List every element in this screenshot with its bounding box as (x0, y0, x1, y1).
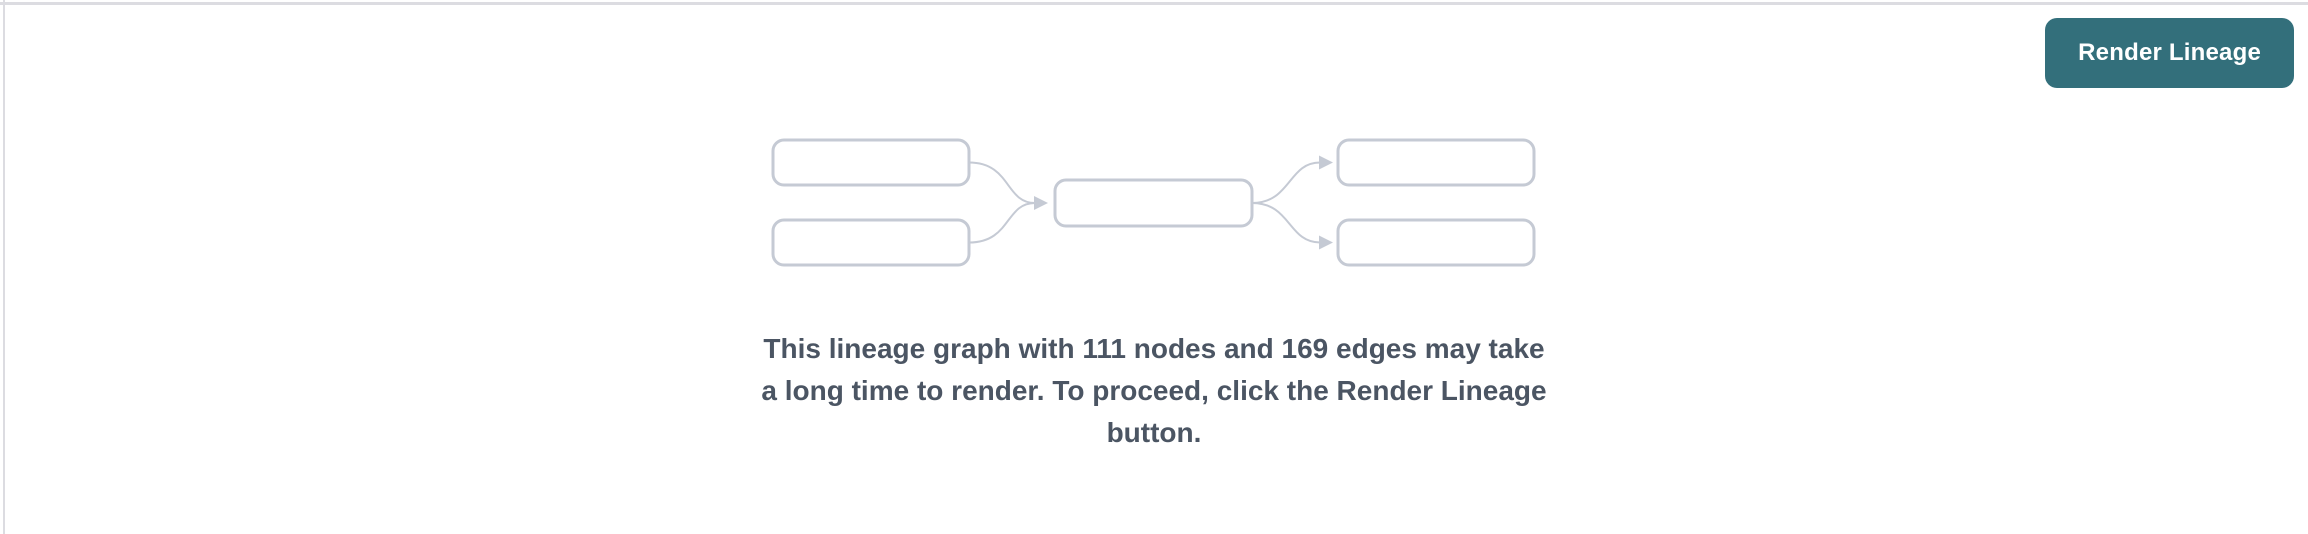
render-warning-message: This lineage graph with 111 nodes and 16… (0, 328, 2308, 454)
render-lineage-button[interactable]: Render Lineage (2045, 18, 2294, 88)
placeholder-edge (968, 161, 1036, 204)
placeholder-edge (1251, 161, 1321, 204)
placeholder-edge (1251, 202, 1321, 244)
arrowhead-icon (1034, 196, 1048, 210)
placeholder-node (1336, 218, 1536, 267)
message-line: This lineage graph with 111 nodes and 16… (763, 333, 1545, 364)
arrowhead-icon (1319, 155, 1333, 170)
placeholder-node (771, 218, 971, 267)
lineage-graph-placeholder-icon (771, 138, 1536, 267)
message-line: button. (1106, 417, 1202, 448)
panel-top-border (0, 2, 2308, 5)
arrowhead-icon (1319, 235, 1333, 250)
placeholder-node (771, 138, 971, 187)
placeholder-edge (968, 202, 1036, 244)
panel-left-border (3, 0, 5, 534)
placeholder-node (1336, 138, 1536, 187)
message-line: a long time to render. To proceed, click… (761, 375, 1547, 406)
placeholder-node (1053, 178, 1254, 228)
